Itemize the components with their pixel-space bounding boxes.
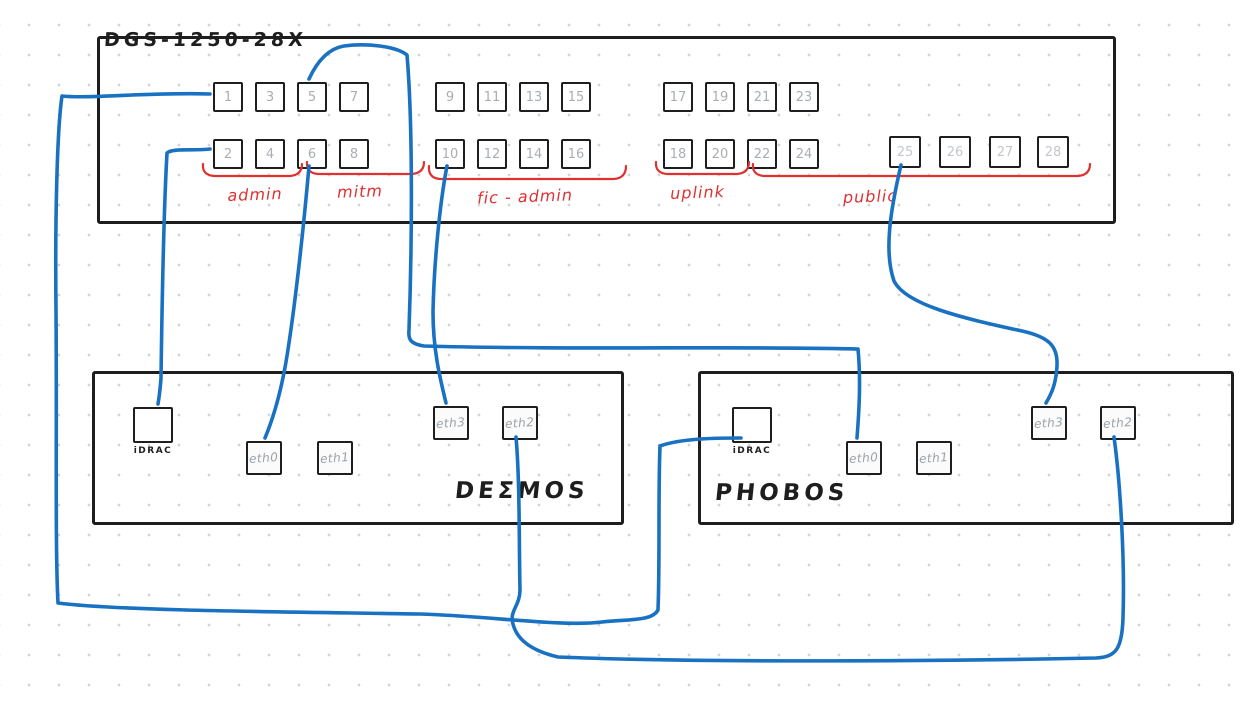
switch-port-17: 17 [663, 82, 693, 112]
phobos-idrac-port [732, 407, 772, 443]
phobos-eth3-port: eth3 [1031, 406, 1067, 440]
desmos-eth2-label: eth2 [504, 414, 536, 432]
phobos-eth0-port: eth0 [846, 441, 882, 475]
switch-port-27: 27 [989, 136, 1021, 168]
switch-port-15: 15 [561, 82, 591, 112]
phobos-eth1-port: eth1 [916, 441, 952, 475]
phobos-idrac-label: iDRAC [732, 446, 772, 456]
switch-port-1: 1 [213, 82, 243, 112]
group-label-mitm: mitm [336, 181, 384, 202]
phobos-eth2-port: eth2 [1100, 406, 1136, 440]
switch-port-26: 26 [939, 136, 971, 168]
server-box-desmos: iDRAC eth0 eth1 eth3 eth2 DEΣMOS [92, 371, 624, 525]
server-box-phobos: iDRAC eth0 eth1 eth3 eth2 PHOBOS [698, 371, 1234, 525]
group-label-public: public [842, 186, 898, 207]
desmos-eth2-port: eth2 [502, 406, 538, 440]
switch-port-19: 19 [705, 82, 735, 112]
switch-port-22: 22 [747, 139, 777, 169]
switch-port-9: 9 [435, 82, 465, 112]
phobos-eth2-label: eth2 [1102, 414, 1134, 432]
desmos-eth3-port: eth3 [433, 406, 469, 440]
switch-port-3: 3 [255, 82, 285, 112]
phobos-eth0-label: eth0 [848, 449, 880, 467]
desmos-eth0-port: eth0 [246, 441, 282, 475]
switch-port-10: 10 [435, 139, 465, 169]
desmos-eth1-label: eth1 [319, 449, 351, 467]
switch-port-23: 23 [789, 82, 819, 112]
switch-port-20: 20 [705, 139, 735, 169]
group-label-admin: admin [227, 184, 283, 205]
phobos-eth3-label: eth3 [1033, 414, 1065, 432]
desmos-idrac-port [133, 407, 173, 443]
desmos-eth1-port: eth1 [317, 441, 353, 475]
switch-port-5: 5 [297, 82, 327, 112]
switch-port-16: 16 [561, 139, 591, 169]
switch-title: DGS-1250-28X [103, 29, 308, 51]
desmos-idrac-label: iDRAC [133, 446, 173, 456]
switch-port-13: 13 [519, 82, 549, 112]
group-label-fic-admin: fic - admin [476, 185, 574, 208]
switch-port-12: 12 [477, 139, 507, 169]
switch-port-24: 24 [789, 139, 819, 169]
switch-box: DGS-1250-28X 1 3 5 7 9 11 13 15 17 19 21… [97, 29, 1116, 224]
desmos-eth3-label: eth3 [435, 414, 467, 432]
switch-port-4: 4 [255, 139, 285, 169]
switch-port-2: 2 [213, 139, 243, 169]
phobos-eth1-label: eth1 [918, 449, 950, 467]
switch-port-14: 14 [519, 139, 549, 169]
desmos-server-name: DEΣMOS [453, 478, 590, 504]
desmos-eth0-label: eth0 [248, 449, 280, 467]
group-label-uplink: uplink [669, 182, 726, 203]
switch-port-21: 21 [747, 82, 777, 112]
phobos-server-name: PHOBOS [713, 480, 850, 506]
switch-port-7: 7 [339, 82, 369, 112]
switch-port-25: 25 [889, 136, 921, 168]
switch-port-6: 6 [297, 139, 327, 169]
switch-port-18: 18 [663, 139, 693, 169]
switch-port-11: 11 [477, 82, 507, 112]
switch-port-28: 28 [1037, 136, 1069, 168]
switch-port-8: 8 [339, 139, 369, 169]
